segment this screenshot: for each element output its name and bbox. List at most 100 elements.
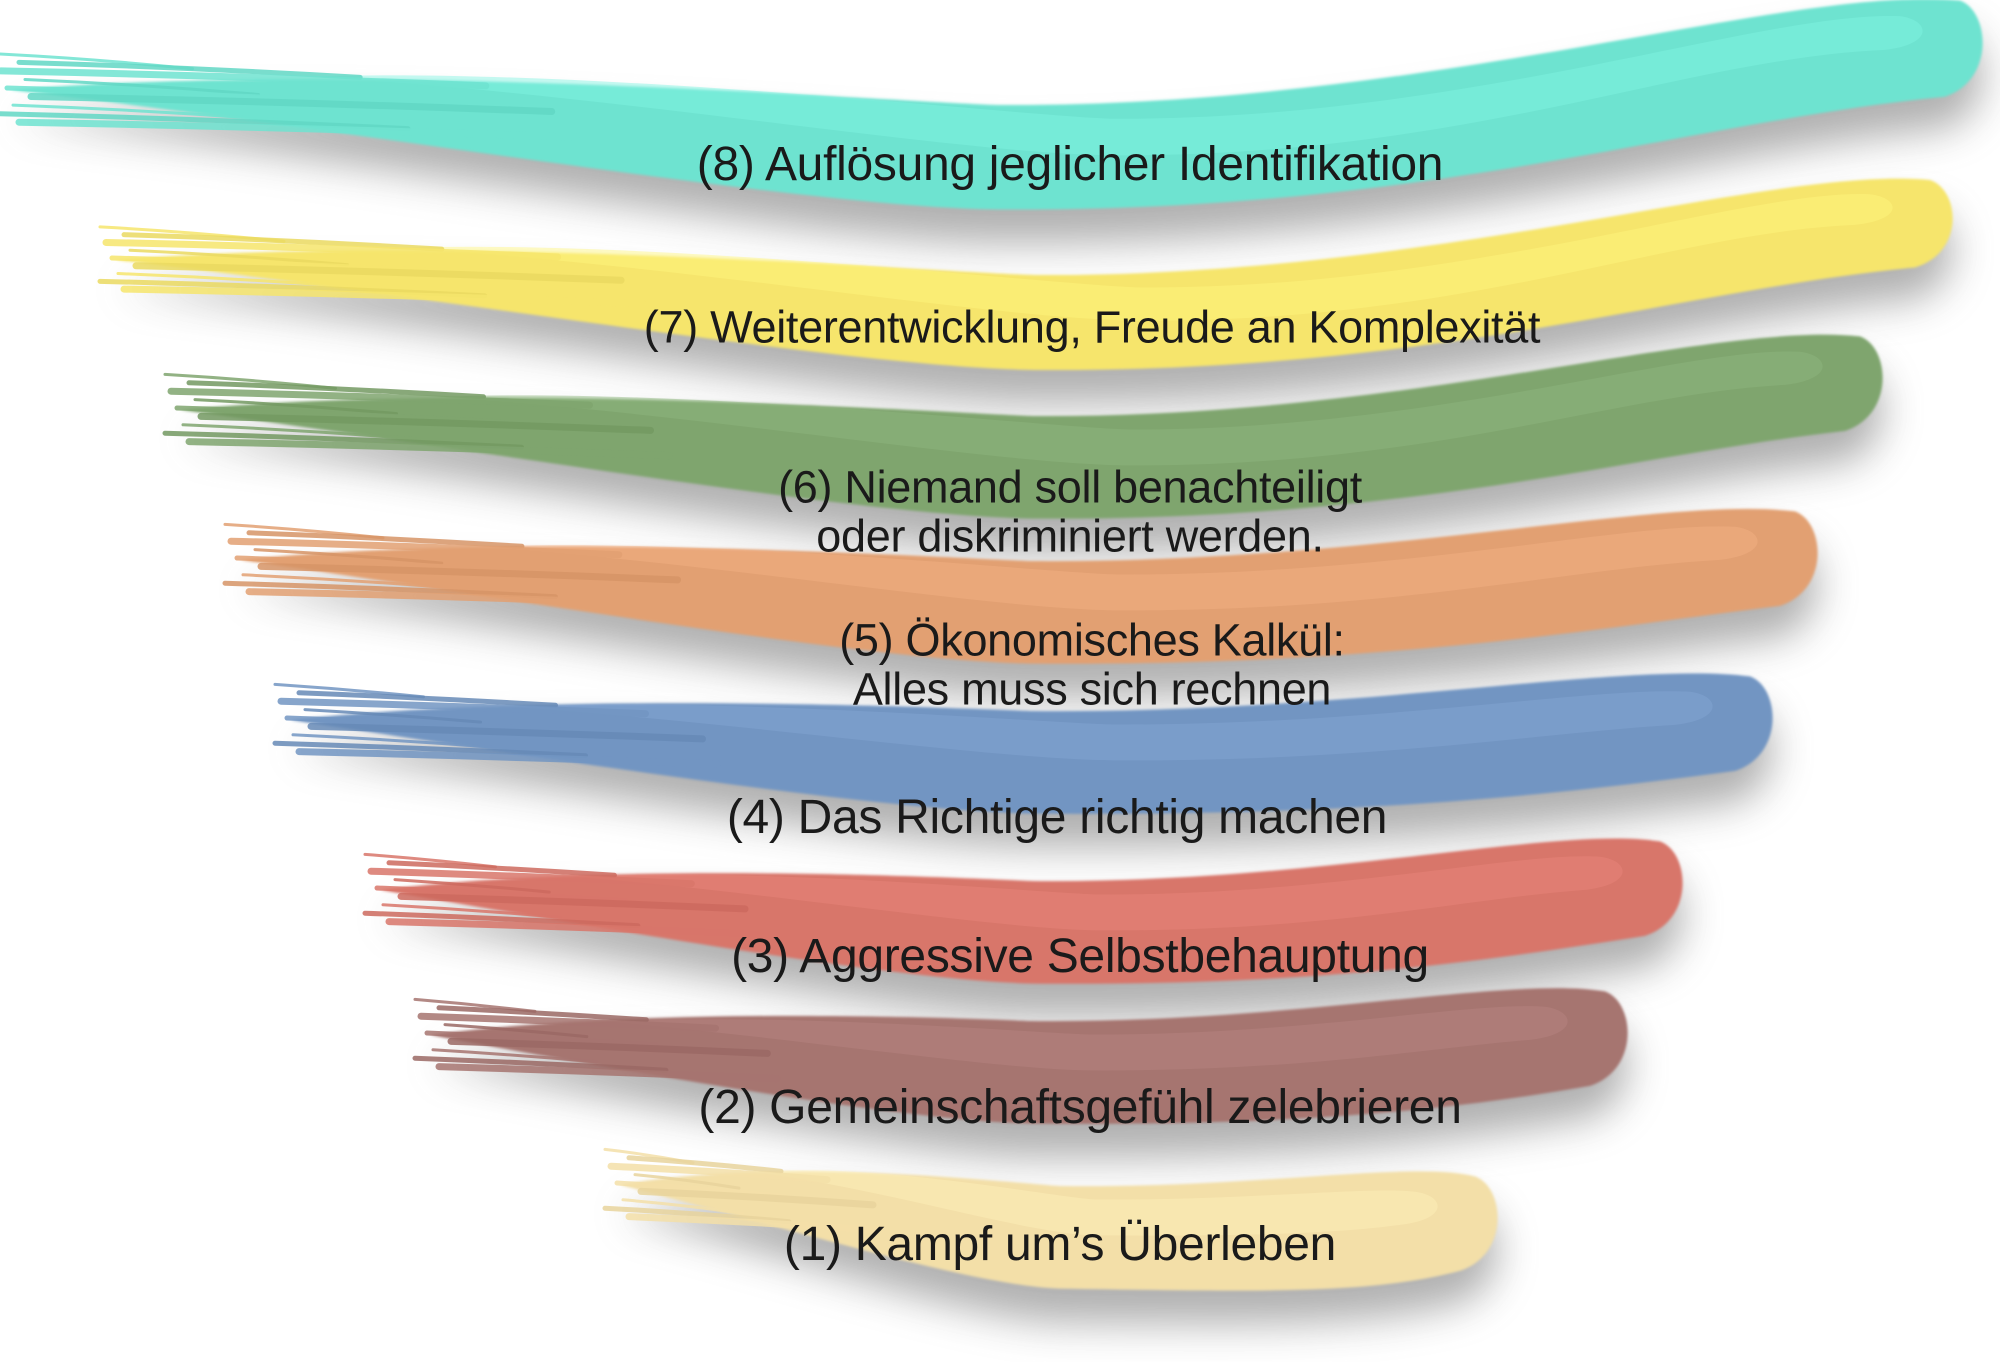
brush-bristle-level-6 xyxy=(197,412,654,434)
brush-bristle-level-4 xyxy=(295,748,721,768)
level-label-line: (2) Gemeinschaftsgefühl zelebrieren xyxy=(698,1081,1462,1135)
brush-bristle-level-5 xyxy=(257,562,682,584)
brush-bristle-level-7 xyxy=(116,272,371,290)
level-label-line: (1) Kampf um’s Überleben xyxy=(783,1218,1337,1272)
brush-stroke-level-8 xyxy=(0,0,1983,210)
brush-stroke-level-7 xyxy=(97,178,1953,371)
brush-bristle-level-2 xyxy=(435,1063,781,1083)
brush-bristle-level-8 xyxy=(0,111,411,132)
brush-bristle-level-7 xyxy=(102,238,562,261)
level-label-line: (6) Niemand soll benachteiligt xyxy=(778,461,1362,513)
level-label-4: (4) Das Richtige richtig machen xyxy=(727,792,1388,844)
brush-bristle-level-1 xyxy=(607,1162,831,1184)
brush-body-level-4 xyxy=(290,673,1773,814)
brush-shadow-level-8 xyxy=(10,31,1983,244)
brush-bristle-level-2 xyxy=(436,1005,649,1023)
level-label-3: (3) Aggressive Selbstbehauptung xyxy=(731,931,1429,983)
brush-body-level-7 xyxy=(115,178,1953,371)
brush-bristle-level-8 xyxy=(11,103,284,122)
brush-highlight-level-7 xyxy=(391,194,1893,321)
brush-stroke-level-3 xyxy=(362,838,1683,984)
brush-bristle-level-6 xyxy=(167,387,593,409)
brush-bristle-level-5 xyxy=(253,548,444,565)
brush-bristle-level-1 xyxy=(621,1198,745,1215)
brush-bristle-level-6 xyxy=(174,405,505,425)
brush-bristle-level-6 xyxy=(162,430,524,450)
brush-highlight-level-6 xyxy=(435,351,1823,466)
brush-bristle-level-4 xyxy=(277,697,649,718)
level-label-line: Alles muss sich rechnen xyxy=(852,663,1332,714)
brush-bristle-level-6 xyxy=(193,398,398,416)
brush-stroke-level-5 xyxy=(222,508,1818,664)
brush-body-level-6 xyxy=(180,334,1883,519)
brush-bristle-level-2 xyxy=(431,1048,599,1064)
brush-bristle-level-4 xyxy=(296,690,558,708)
brush-shadow-level-7 xyxy=(115,210,1953,405)
brush-bristle-level-3 xyxy=(381,903,563,919)
brush-bristle-level-8 xyxy=(23,77,260,96)
brush-bristle-level-3 xyxy=(374,885,629,903)
brush-bristle-level-6 xyxy=(185,438,673,460)
brush-bristle-level-8 xyxy=(4,85,387,106)
level-label-1: (1) Kampf um’s Überleben xyxy=(784,1219,1336,1271)
brush-bristle-level-8 xyxy=(15,118,580,141)
brush-bristle-level-7 xyxy=(121,232,445,252)
brush-bristle-level-5 xyxy=(222,580,558,600)
level-label-line: (8) Auflösung jeglicher Identifikation xyxy=(696,138,1444,192)
brush-bristle-level-7 xyxy=(128,248,349,267)
level-label-8: (8) Auflösung jeglicher Identifikation xyxy=(696,138,1444,192)
brush-bristle-level-2 xyxy=(412,1055,669,1073)
brush-stroke-level-4 xyxy=(272,673,1773,814)
brush-bristle-level-2 xyxy=(424,1030,659,1048)
brush-highlight-level-4 xyxy=(512,691,1713,761)
brush-body-level-3 xyxy=(380,838,1683,984)
brush-bristle-level-3 xyxy=(367,867,695,888)
brush-bristle-level-1 xyxy=(633,1173,741,1190)
brush-bristle-level-2 xyxy=(443,1023,589,1039)
brush-bristle-level-4 xyxy=(272,740,588,759)
level-label-line: oder diskriminiert werden. xyxy=(816,510,1324,561)
brush-bristle-level-5 xyxy=(246,530,525,549)
brush-bristle-level-3 xyxy=(397,892,749,913)
brush-bristle-level-3 xyxy=(362,910,641,929)
level-label-line: (5) Ökonomisches Kalkül: xyxy=(839,614,1345,666)
brush-bristle-level-8 xyxy=(16,59,363,80)
level-label-7: (7) Weiterentwicklung, Freude an Komplex… xyxy=(643,301,1541,353)
brush-stroke-level-2 xyxy=(412,988,1628,1124)
brush-body-level-8 xyxy=(10,0,1983,210)
brush-bristle-level-3 xyxy=(393,878,551,894)
brush-bristle-level-3 xyxy=(385,918,761,938)
brush-highlight-level-2 xyxy=(610,1006,1568,1071)
brush-highlight-level-1 xyxy=(752,1170,1438,1236)
brush-bristle-level-8 xyxy=(27,93,556,116)
brush-bristle-level-5 xyxy=(234,555,542,574)
level-label-2: (2) Gemeinschaftsgefühl zelebrieren xyxy=(698,1081,1462,1135)
brush-bristle-level-4 xyxy=(307,722,706,743)
brush-bristle-level-6 xyxy=(181,423,417,441)
brush-bristle-level-1 xyxy=(626,1155,784,1174)
level-label-line: (7) Weiterentwicklung, Freude an Komplex… xyxy=(643,301,1541,353)
brush-stroke-level-6 xyxy=(162,334,1883,519)
brush-stroke-level-1 xyxy=(602,1147,1498,1291)
brush-bristle-level-7 xyxy=(120,285,647,308)
brush-bristle-level-4 xyxy=(284,715,573,733)
brush-bristle-level-4 xyxy=(303,708,482,724)
brush-highlight-level-5 xyxy=(477,526,1758,611)
level-label-line: (3) Aggressive Selbstbehauptung xyxy=(731,930,1429,984)
brush-bristle-level-7 xyxy=(132,262,625,284)
brush-bristle-level-5 xyxy=(241,573,460,590)
brush-bristle-level-1 xyxy=(637,1187,877,1209)
brush-highlight-level-8 xyxy=(306,15,1923,156)
brush-body-level-2 xyxy=(430,988,1628,1124)
brush-bristle-level-1 xyxy=(602,1205,792,1225)
brush-highlight-level-3 xyxy=(575,856,1623,931)
brush-bristle-level-5 xyxy=(227,537,623,559)
brush-bristle-level-3 xyxy=(386,860,617,878)
brush-bristle-level-2 xyxy=(447,1037,771,1057)
brush-bristle-level-5 xyxy=(245,588,698,609)
brush-bristle-level-1 xyxy=(625,1213,881,1234)
brush-bristle-level-8 xyxy=(0,67,490,90)
brush-body-level-5 xyxy=(240,508,1818,664)
